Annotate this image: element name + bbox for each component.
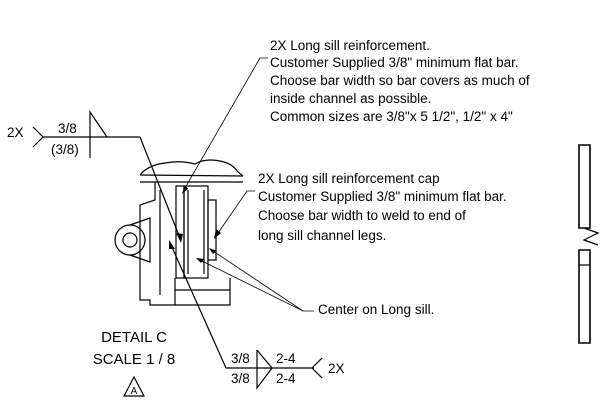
leader-cap [217,190,255,234]
revision-letter: A [131,386,138,397]
sill-pin-hole [122,232,138,248]
weld-left-arrowhead [176,233,183,243]
revision-triangle [123,375,145,397]
right-section-break [582,227,600,246]
note-reinforcement-line-1: 2X Long sill reinforcement. [270,38,430,53]
sill-left-body [139,182,175,306]
reinforcement-cap [207,199,217,261]
weld-symbol-left: 2X 3/8 (3/8) [7,110,183,243]
note-cap-line-2: Customer Supplied 3/8" minimum flat bar. [258,189,507,204]
note-reinforcement-line-4: inside channel as possible. [270,91,431,106]
weld-bottom-arrowhead [169,240,175,249]
detail-title: DETAIL C [101,329,167,346]
note-reinforcement: 2X Long sill reinforcement. Customer Sup… [270,38,530,124]
sill-foot [174,278,231,306]
weld-bottom-arrow-line [170,244,227,369]
sill-pin-bracket [129,217,151,263]
leader-lines [182,57,314,312]
right-section-view [578,144,600,344]
weld-left-size: 3/8 [58,121,77,136]
note-cap-line-4: long sill channel legs. [258,228,386,243]
note-cap-line-3: Choose bar width to weld to end of [258,208,466,223]
weld-bottom-size-bottom: 3/8 [231,371,250,386]
weld-symbol-bottom: 3/8 3/8 2-4 2-4 2X [169,240,345,390]
note-reinforcement-line-5: Common sizes are 3/8"x 5 1/2", 1/2" x 4" [270,109,513,124]
weld-bottom-tail [311,357,323,379]
note-cap-line-1: 2X Long sill reinforcement cap [258,171,440,186]
note-reinforcement-line-3: Choose bar width so bar covers as much o… [270,73,530,88]
note-reinforcement-line-2: Customer Supplied 3/8" minimum flat bar. [270,55,519,70]
detail-scale: SCALE 1 / 8 [93,351,176,368]
note-center: Center on Long sill. [318,302,434,317]
sill-top-plate-break [139,159,244,177]
weld-bottom-pitch-top: 2-4 [276,351,296,366]
leader-center-2 [212,250,304,312]
weld-left-fillet-top [89,110,108,138]
weld-left-size-other: (3/8) [51,142,79,157]
leader-center [199,259,314,312]
weld-left-arrow-line [139,136,181,239]
detail-title-block: DETAIL C SCALE 1 / 8 A [93,329,176,397]
leader-reinforcement [184,57,268,189]
sill-top-plate-edge [139,174,244,177]
sill-assembly [114,159,244,306]
right-section-upper [578,144,591,229]
leader-center-arrow-2 [209,248,217,254]
weld-left-multiplier: 2X [7,125,24,140]
weld-bottom-multiplier: 2X [328,361,345,376]
weld-left-tail [32,126,44,148]
note-cap: 2X Long sill reinforcement cap Customer … [258,171,507,243]
weld-bottom-size-top: 3/8 [231,351,250,366]
weld-bottom-fillet [256,349,273,390]
leader-center-arrow [196,258,204,263]
right-section-lower [578,249,591,344]
weld-bottom-pitch-bottom: 2-4 [276,371,296,386]
